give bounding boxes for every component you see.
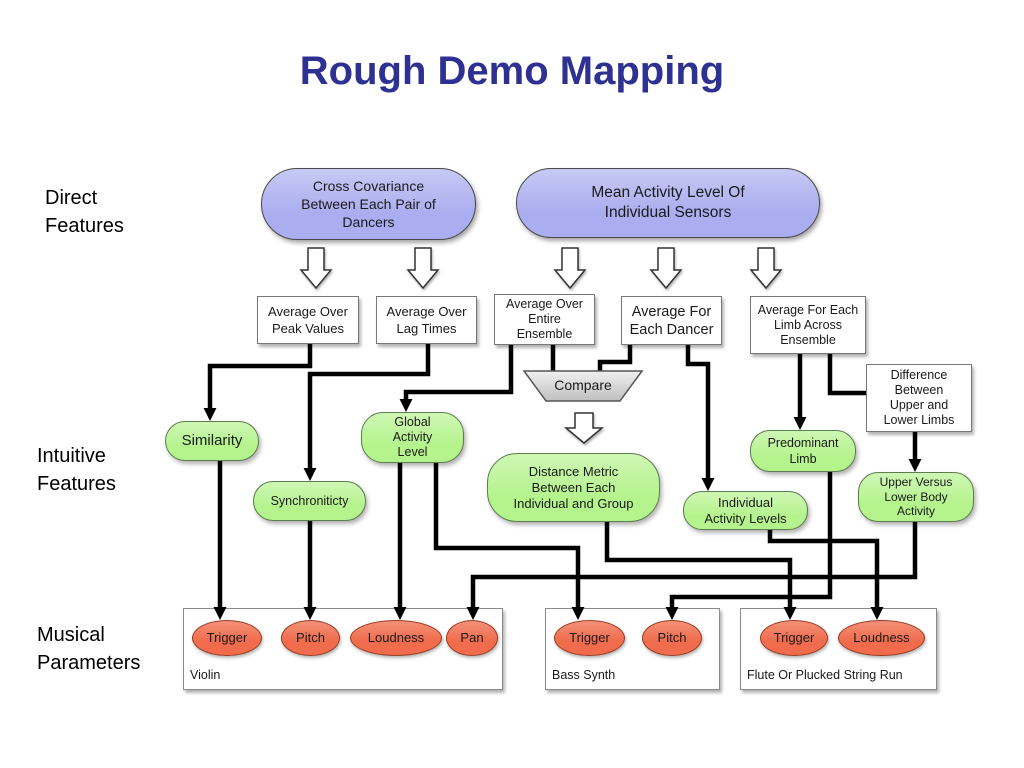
node-label-line: Individual [718,494,773,510]
node-label-line: Synchroniticty [270,494,349,508]
node-label-line: Distance Metric [528,463,619,479]
connector-each-dancer-to-compare [597,345,633,372]
down-arrow-icon [649,247,683,290]
down-arrow-icon [749,247,783,290]
difference-upper-lower-box: Difference Between Upper and Lower Limbs [866,364,972,432]
node-label-line: Dancers [342,214,395,230]
node-label-line: Lag Times [396,321,457,336]
down-arrow-icon [299,247,333,290]
down-arrow-icon [563,412,605,444]
individual-activity-levels-node: Individual Activity Levels [683,491,808,530]
parameter-violin-loudness: Loudness [350,620,442,656]
instrument-name: Bass Synth [552,668,616,682]
connector-peak-values-to-similarity [203,344,313,421]
row-label-direct-features: Direct Features [45,184,124,240]
instrument-box-bass-synth: Trigger Pitch Bass Synth [545,608,720,690]
parameter-violin-pitch: Pitch [281,620,340,656]
node-label-line: Average Over [386,304,467,319]
node-label-line: Between [894,383,944,397]
average-over-entire-ensemble-box: Average Over Entire Ensemble [494,294,595,345]
cross-covariance-node: Cross Covariance Between Each Pair of Da… [261,168,476,240]
node-label-line: Difference [890,368,948,382]
compare-node: Compare [522,369,644,403]
node-label-line: Mean Activity Level Of [591,184,745,201]
predominant-limb-node: Predominant Limb [750,430,856,472]
instrument-box-violin: Trigger Pitch Loudness Pan Violin [183,608,503,690]
row-label-line: Features [37,473,116,495]
node-label-line: Peak Values [271,321,345,336]
connector-ensemble-to-global-activity [399,345,514,412]
average-over-peak-values-box: Average Over Peak Values [257,296,359,344]
node-label-line: Between Each Pair of [301,196,436,212]
connector-each-dancer-to-individual-activity [685,345,715,491]
average-for-each-limb-box: Average For Each Limb Across Ensemble [750,296,866,354]
node-label-line: Upper and [889,398,949,412]
node-label-line: Lower Body [884,489,948,504]
similarity-node: Similarity [165,421,259,461]
node-label-line: Ensemble [780,332,836,347]
node-label-line: Level [397,445,428,459]
compare-label: Compare [554,377,612,393]
synchronicity-node: Synchroniticty [253,481,366,521]
connector-individual-activity-to-flute-loudness [767,530,884,620]
node-label-line: Each Dancer [629,321,714,338]
row-label-line: Direct [45,187,98,209]
mean-activity-level-node: Mean Activity Level Of Individual Sensor… [516,168,820,238]
node-label-line: Global [394,415,431,429]
node-label-line: Average Over [268,304,348,319]
node-label-line: Average For Each [757,302,859,317]
node-label-line: Predominant [767,436,839,450]
node-label-line: Limb Across [773,317,843,332]
average-for-each-dancer-box: Average For Each Dancer [621,296,722,345]
parameter-violin-trigger: Trigger [192,620,262,656]
instrument-name: Violin [190,668,221,682]
node-label-line: Activity Levels [704,510,787,526]
node-label-line: Activity [896,504,935,519]
parameter-flute-trigger: Trigger [760,620,828,656]
parameter-bass-pitch: Pitch [642,620,702,656]
node-label-line: Limb [789,452,817,466]
node-label-line: Similarity [181,432,243,449]
node-label-line: Average For [631,303,712,320]
row-label-line: Parameters [37,652,141,674]
node-label-line: Ensemble [516,327,573,341]
node-label-line: Entire [528,312,561,326]
instrument-name: Flute Or Plucked String Run [747,668,903,682]
node-label-line: Average Over [506,297,583,311]
connector-distance-metric-to-flute-trigger [604,522,797,620]
row-label-line: Features [45,215,124,237]
parameter-flute-loudness: Loudness [838,620,925,656]
node-label-line: Between Each [531,479,616,495]
node-label-line: Upper Versus [879,475,953,490]
parameter-bass-trigger: Trigger [554,620,625,656]
row-label-line: Intuitive [37,445,106,467]
global-activity-level-node: Global Activity Level [361,412,464,463]
instrument-box-flute: Trigger Loudness Flute Or Plucked String… [740,608,937,690]
node-label-line: Cross Covariance [312,178,425,194]
node-label-line: Activity [392,430,433,444]
down-arrow-icon [553,247,587,290]
node-label-line: Lower Limbs [883,413,955,427]
node-label-line: Individual and Group [513,495,634,511]
parameter-violin-pan: Pan [446,620,498,656]
upper-versus-lower-node: Upper Versus Lower Body Activity [858,472,974,522]
slide-title: Rough Demo Mapping [299,49,725,93]
row-label-line: Musical [37,624,105,646]
row-label-intuitive-features: Intuitive Features [37,442,116,498]
down-arrow-icon [406,247,440,290]
connector-each-limb-to-difference [827,354,867,396]
average-over-lag-times-box: Average Over Lag Times [376,296,477,344]
connector-upper-lower-to-violin-pan [466,522,918,620]
node-label-line: Individual Sensors [604,204,732,221]
distance-metric-node: Distance Metric Between Each Individual … [487,453,660,522]
row-label-musical-parameters: Musical Parameters [37,621,140,677]
